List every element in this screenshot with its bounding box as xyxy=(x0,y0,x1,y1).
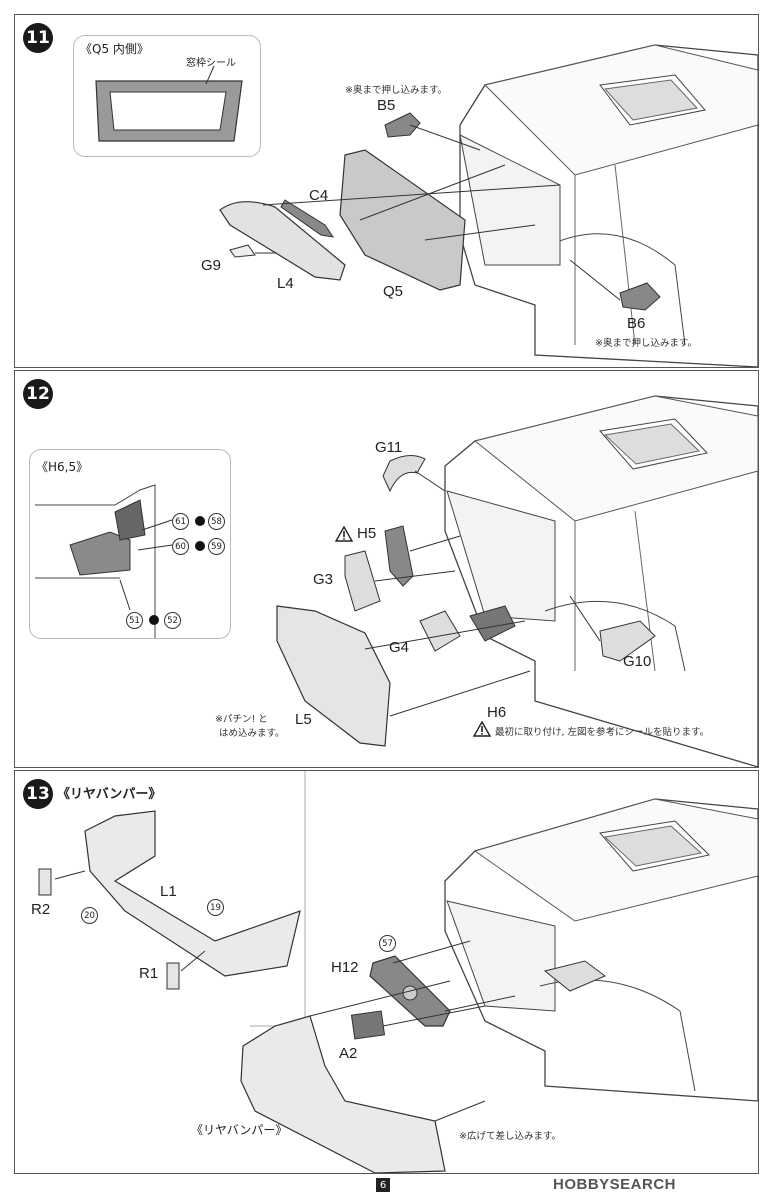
h6-h5-inset: 《H6,5》 61 58 60 59 51 52 xyxy=(29,449,231,639)
marker-20: 20 xyxy=(81,907,98,924)
note-b5: ※奥まで押し込みます。 xyxy=(345,85,448,96)
step-12-panel: 12 《H6,5》 61 58 60 59 51 52 xyxy=(14,370,759,768)
sticker-59: 59 xyxy=(208,538,225,555)
part-label-l5: L5 xyxy=(295,711,312,728)
step-13-panel: 13 《リヤバンパー》 R2 20 L1 19 R1 xyxy=(14,770,759,1174)
part-label-b5: B5 xyxy=(377,97,396,114)
part-label-g10: G10 xyxy=(623,653,652,670)
part-label-h5: H5 xyxy=(357,525,377,542)
marker-57: 57 xyxy=(379,935,396,952)
note-l5-line2: はめ込みます。 xyxy=(219,728,285,739)
step-12-drawing xyxy=(276,395,758,767)
part-label-g9: G9 xyxy=(201,257,222,274)
sticker-61: 61 xyxy=(172,513,189,530)
step-title: 《リヤバンパー》 xyxy=(57,787,162,802)
inset-title: 《Q5 内側》 xyxy=(80,42,149,56)
step-11-drawing xyxy=(219,44,758,367)
sticker-51: 51 xyxy=(126,612,143,629)
marker-19: 19 xyxy=(207,899,224,916)
part-label-l1: L1 xyxy=(160,883,177,900)
warning-icon xyxy=(335,526,353,542)
warning-icon xyxy=(473,721,491,737)
part-label-q5: Q5 xyxy=(383,283,404,300)
inset-label: 窓枠シール xyxy=(186,58,236,69)
note-bumper: ※広げて差し込みます。 xyxy=(459,1131,562,1142)
page-number: 6 xyxy=(376,1178,390,1192)
inset-title: 《H6,5》 xyxy=(36,460,89,474)
window-seal-drawing xyxy=(95,65,243,142)
part-label-h6: H6 xyxy=(487,704,507,721)
q5-inset: 《Q5 内側》 窓枠シール xyxy=(73,35,261,157)
step-number: 13 xyxy=(23,779,53,809)
part-label-b6: B6 xyxy=(627,315,646,332)
part-label-l4: L4 xyxy=(277,275,294,292)
sticker-58: 58 xyxy=(208,513,225,530)
step-number: 11 xyxy=(23,23,53,53)
note-h6: 最初に取り付け, 左図を参考にシールを貼ります。 xyxy=(495,727,710,738)
part-label-a2: A2 xyxy=(339,1045,358,1062)
sticker-52: 52 xyxy=(164,612,181,629)
watermark-logo: HOBBYSEARCH xyxy=(553,1176,677,1193)
step-number: 12 xyxy=(23,379,53,409)
part-label-g3: G3 xyxy=(313,571,334,588)
note-l5-line1: ※パチン! と xyxy=(215,714,268,725)
part-label-r1: R1 xyxy=(139,965,159,982)
bottom-label: 《リヤバンパー》 xyxy=(191,1123,288,1137)
step-11-panel: 11 《Q5 内側》 窓枠シール xyxy=(14,14,759,368)
tail-light-detail-drawing xyxy=(35,484,205,638)
step-13-drawing xyxy=(38,771,758,1173)
sticker-60: 60 xyxy=(172,538,189,555)
part-label-g11: G11 xyxy=(375,439,403,456)
part-label-g4: G4 xyxy=(389,639,410,656)
part-label-c4: C4 xyxy=(309,187,329,204)
note-b6: ※奥まで押し込みます。 xyxy=(595,338,698,349)
part-label-r2: R2 xyxy=(31,901,51,918)
part-label-h12: H12 xyxy=(331,959,359,976)
